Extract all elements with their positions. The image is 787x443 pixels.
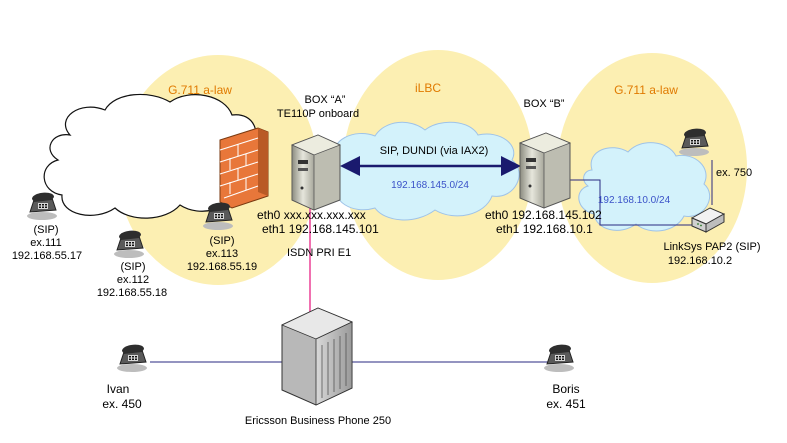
pbx-label: Ericsson Business Phone 250	[245, 415, 391, 427]
phone-112-proto: (SIP)	[120, 261, 145, 273]
phone-111-ext: ex.111	[30, 237, 61, 249]
trunk-protocol-label: SIP, DUNDI (via IAX2)	[380, 145, 489, 157]
server-box-a-icon	[290, 134, 342, 211]
phone-112-ip: 192.168.55.18	[97, 287, 167, 299]
phone-112-ext: ex.112	[117, 274, 149, 286]
boris-name: Boris	[552, 382, 579, 396]
line-boxb-linksys	[570, 179, 695, 226]
phone-boris-icon	[543, 344, 575, 373]
right-subnet-label: 192.168.10.0/24	[598, 195, 671, 206]
box-b-eth1: eth1 192.168.10.1	[496, 222, 593, 236]
isdn-label: ISDN PRI E1	[287, 247, 351, 259]
phone-113-ip: 192.168.55.19	[187, 261, 257, 273]
codec-label-middle: iLBC	[415, 81, 441, 95]
phone-ivan-icon	[116, 344, 148, 373]
box-a-eth1: eth1 192.168.145.101	[262, 222, 379, 236]
phone-111-proto: (SIP)	[33, 224, 58, 236]
phone-113-proto: (SIP)	[209, 235, 234, 247]
pbx-icon	[281, 307, 353, 406]
phone-111-ip: 192.168.55.17	[12, 250, 82, 262]
firewall-icon	[219, 127, 269, 209]
linksys-name: LinkSys PAP2 (SIP)	[664, 241, 761, 253]
right-network-cloud	[578, 142, 710, 232]
linksys-pap2-icon	[690, 207, 726, 233]
trunk-subnet-label: 192.168.145.0/24	[391, 180, 469, 191]
server-box-b-icon	[518, 132, 572, 209]
phone-750-ext: ex. 750	[716, 167, 752, 179]
codec-label-right: G.711 a-law	[614, 83, 678, 97]
box-a-eth0: eth0 xxx.xxx.xxx.xxx	[257, 208, 366, 222]
box-b-title: BOX “B”	[524, 98, 565, 110]
box-b-eth0: eth0 192.168.145.102	[485, 208, 602, 222]
box-a-subtitle: TE110P onboard	[277, 108, 359, 120]
codec-label-left: G.711 a-law	[168, 83, 232, 97]
ivan-ext: ex. 450	[102, 397, 142, 411]
phone-111-icon	[26, 192, 58, 221]
linksys-ip: 192.168.10.2	[668, 255, 732, 267]
ivan-name: Ivan	[107, 382, 130, 396]
boris-ext: ex. 451	[546, 397, 586, 411]
box-a-title: BOX “A”	[305, 94, 346, 106]
phone-112-icon	[113, 230, 145, 259]
phone-113-ext: ex.113	[206, 248, 238, 260]
